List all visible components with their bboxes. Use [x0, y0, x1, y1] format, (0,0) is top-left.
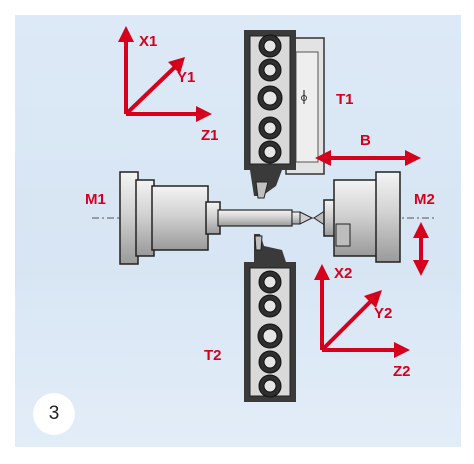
x2-label: X2 [334, 265, 352, 282]
axis-system-2 [320, 276, 396, 352]
x1-arrow-icon [118, 26, 134, 42]
z1-arrow-icon [196, 106, 212, 122]
z2-arrow-icon [394, 342, 410, 358]
figure-number: 3 [48, 403, 60, 424]
x2-arrow-icon [314, 264, 330, 280]
figure-number-badge: 3 [33, 393, 75, 435]
z1-label: Z1 [201, 127, 219, 144]
z2-label: Z2 [393, 363, 411, 380]
y1-arrow-icon [168, 57, 185, 74]
turret-t2 [244, 234, 296, 402]
b-arrow-left-icon [315, 150, 331, 166]
y2-arrow-icon [364, 290, 382, 308]
m2-label: M2 [414, 191, 435, 208]
m1-label: M1 [85, 191, 106, 208]
m2-arrow-up-icon [413, 222, 429, 238]
turret-t1 [244, 30, 325, 199]
axis-system-1 [124, 38, 198, 116]
counter-spindle-m2 [313, 171, 401, 263]
t1-label: T1 [336, 91, 354, 108]
main-spindle-m1 [119, 171, 314, 265]
b-arrow-right-icon [405, 150, 421, 166]
t2-label: T2 [204, 347, 222, 364]
x1-label: X1 [139, 33, 157, 50]
m2-arrow-down-icon [413, 260, 429, 276]
y1-label: Y1 [177, 69, 195, 86]
y2-label: Y2 [374, 305, 392, 322]
b-label: B [360, 132, 371, 149]
